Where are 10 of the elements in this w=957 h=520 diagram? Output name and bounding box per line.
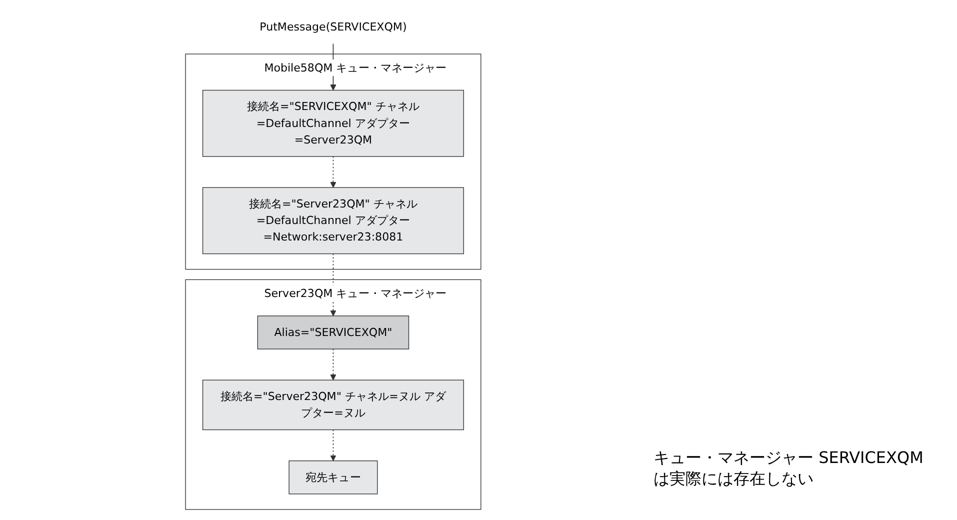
note-text: キュー・マネージャー SERVICEXQM は実際には存在しない (654, 448, 924, 490)
arrow (330, 156, 337, 188)
node-box: 接続名="Server23QM" チャネル=ヌル アダプター=ヌル (202, 380, 464, 430)
node-box: 接続名="SERVICEXQM" チャネル=DefaultChannel アダプター=Server23QM (202, 90, 464, 157)
node-box: 接続名="Server23QM" チャネル=DefaultChannel アダプター=Network:server23:8081 (202, 187, 464, 254)
arrow (330, 348, 337, 380)
node-text: PutMessage(SERVICEXQM) (260, 20, 408, 34)
node-box: 宛先キュー (288, 460, 378, 494)
node-box: Alias="SERVICEXQM" (258, 316, 410, 350)
arrow (330, 429, 337, 462)
